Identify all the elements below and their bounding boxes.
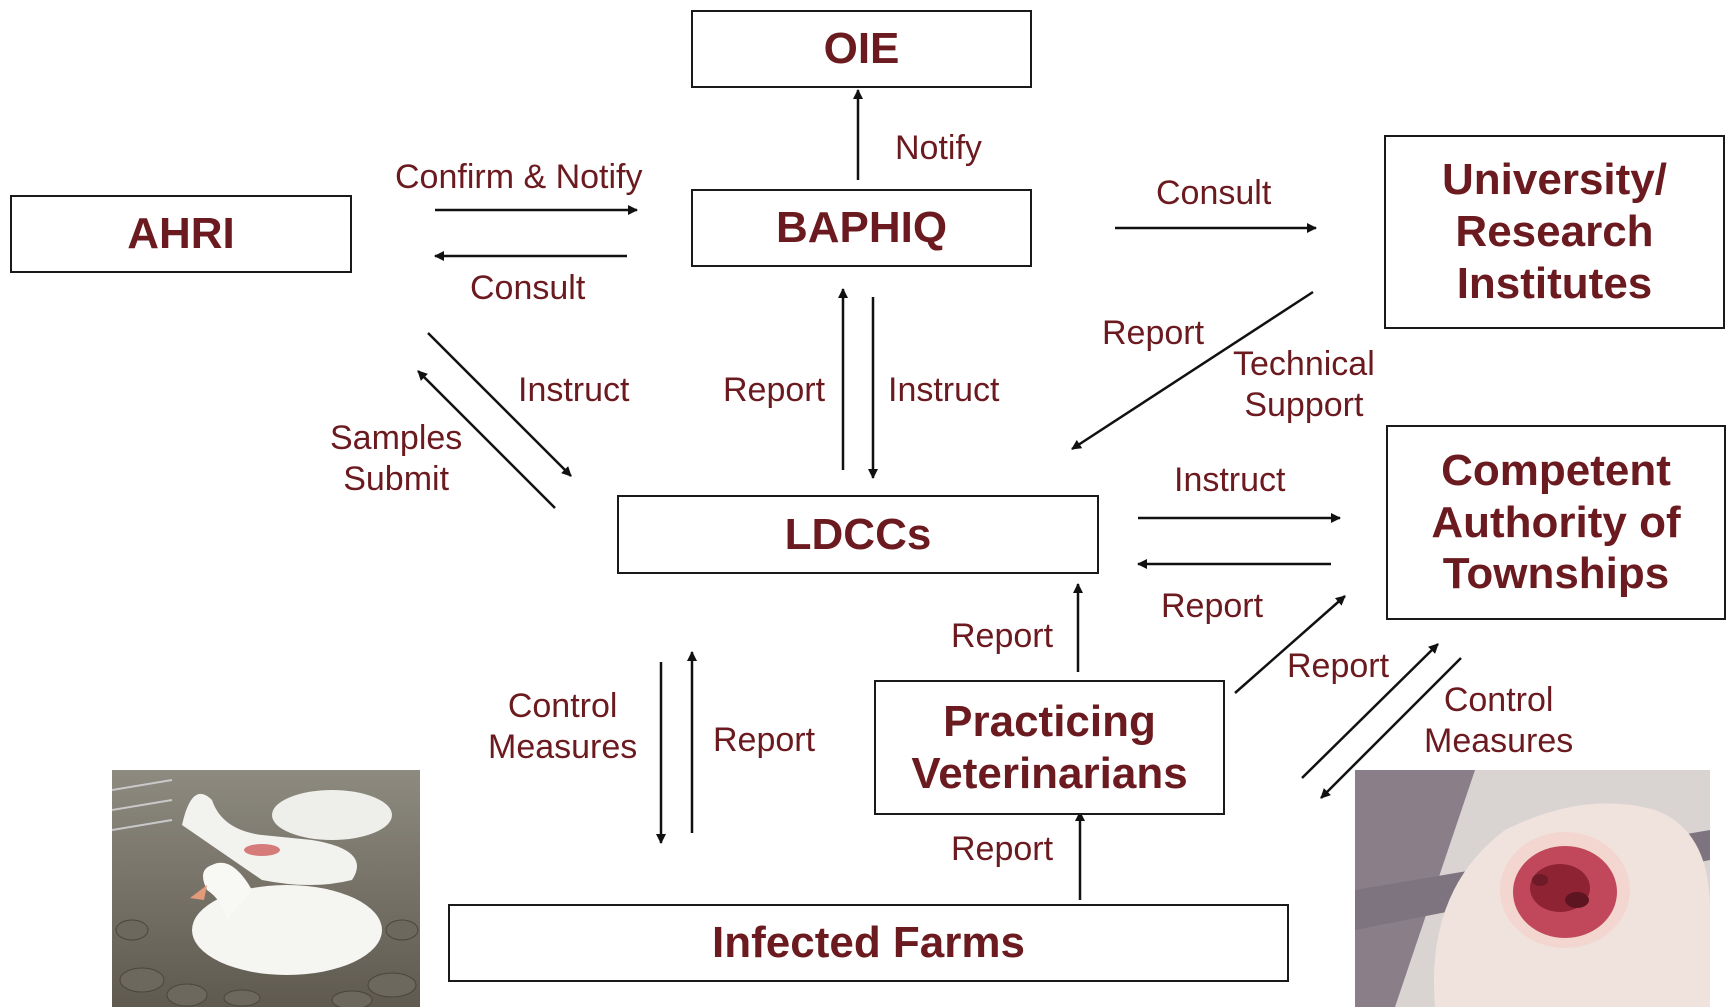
arrow-farms-to-competent	[1301, 643, 1439, 779]
label-confirm-notify: Confirm & Notify	[395, 158, 643, 196]
label-instruct-competent: Instruct	[1174, 461, 1286, 499]
arrow-ahri-to-ldccs	[427, 332, 572, 477]
node-ldccs: LDCCs	[617, 495, 1099, 574]
label-consult-university: Consult	[1156, 174, 1272, 212]
node-baphiq: BAPHIQ	[691, 189, 1032, 267]
label-report-farms-vet: Report	[951, 830, 1054, 868]
label-instruct-ahri: Instruct	[518, 371, 630, 409]
label-notify: Notify	[895, 129, 982, 167]
label-report-vet-competent: Report	[1287, 647, 1390, 685]
goose-photo	[112, 770, 420, 1007]
arrow-competent-to-farms	[1320, 657, 1462, 799]
pig-lesion-photo	[1355, 770, 1710, 1007]
node-competent-authority: Competent Authority of Townships	[1386, 425, 1726, 620]
label-samples-submit: Samples Submit	[330, 419, 463, 498]
arrow-ldccs-to-ahri	[417, 370, 556, 509]
node-oie: OIE	[691, 10, 1032, 88]
label-control-measures-left: Control Measures	[488, 687, 638, 766]
node-university: University/ Research Institutes	[1384, 135, 1725, 329]
label-report-university: Report	[1102, 314, 1205, 352]
node-practicing-veterinarians: Practicing Veterinarians	[874, 680, 1225, 815]
arrow-vet-to-competent	[1234, 595, 1346, 694]
label-report-vet-ldccs: Report	[951, 617, 1054, 655]
label-report-competent: Report	[1161, 587, 1264, 625]
node-ahri: AHRI	[10, 195, 352, 273]
arrow-university-to-ldccs	[1071, 290, 1314, 451]
node-infected-farms: Infected Farms	[448, 904, 1289, 982]
label-instruct-baphiq: Instruct	[888, 371, 1000, 409]
label-technical-support: Technical Support	[1233, 345, 1375, 424]
label-report-farms-ldccs: Report	[713, 721, 816, 759]
label-consult-ahri: Consult	[470, 269, 586, 307]
label-control-measures-right: Control Measures	[1424, 681, 1574, 760]
label-report-baphiq: Report	[723, 371, 826, 409]
